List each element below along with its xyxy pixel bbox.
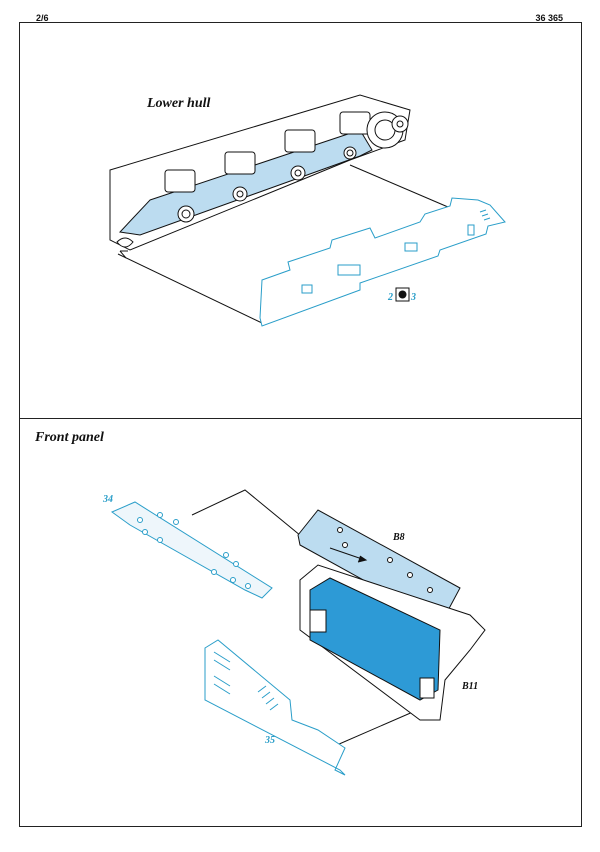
- section-divider: [19, 418, 582, 419]
- bend-symbol-icon: [398, 290, 407, 299]
- page-number: 2/6: [36, 13, 49, 23]
- callout-before-number: 2: [387, 292, 393, 303]
- b11-label: B11: [461, 681, 478, 692]
- suspension-brackets: [164, 111, 371, 223]
- hull-side-plate: [118, 129, 373, 236]
- drive-sprocket: [366, 111, 409, 149]
- b11-front-panel: [299, 564, 486, 721]
- etch-part-34: [110, 501, 273, 599]
- catalog-number: 36 365: [535, 13, 563, 23]
- etch-part-35: [204, 639, 346, 776]
- front-panel-title: Front panel: [35, 430, 104, 445]
- b11-blue-face: [309, 577, 441, 701]
- b8-label: B8: [392, 532, 405, 543]
- callout-after-number: 3: [410, 292, 416, 303]
- part-35-label: 35: [264, 735, 275, 746]
- lower-hull-assembly: [109, 94, 456, 324]
- lower-hull-etch-part: [259, 197, 506, 327]
- part-34-label: 34: [102, 494, 113, 505]
- lower-hull-title: Lower hull: [147, 96, 211, 111]
- instruction-frame: [19, 22, 582, 827]
